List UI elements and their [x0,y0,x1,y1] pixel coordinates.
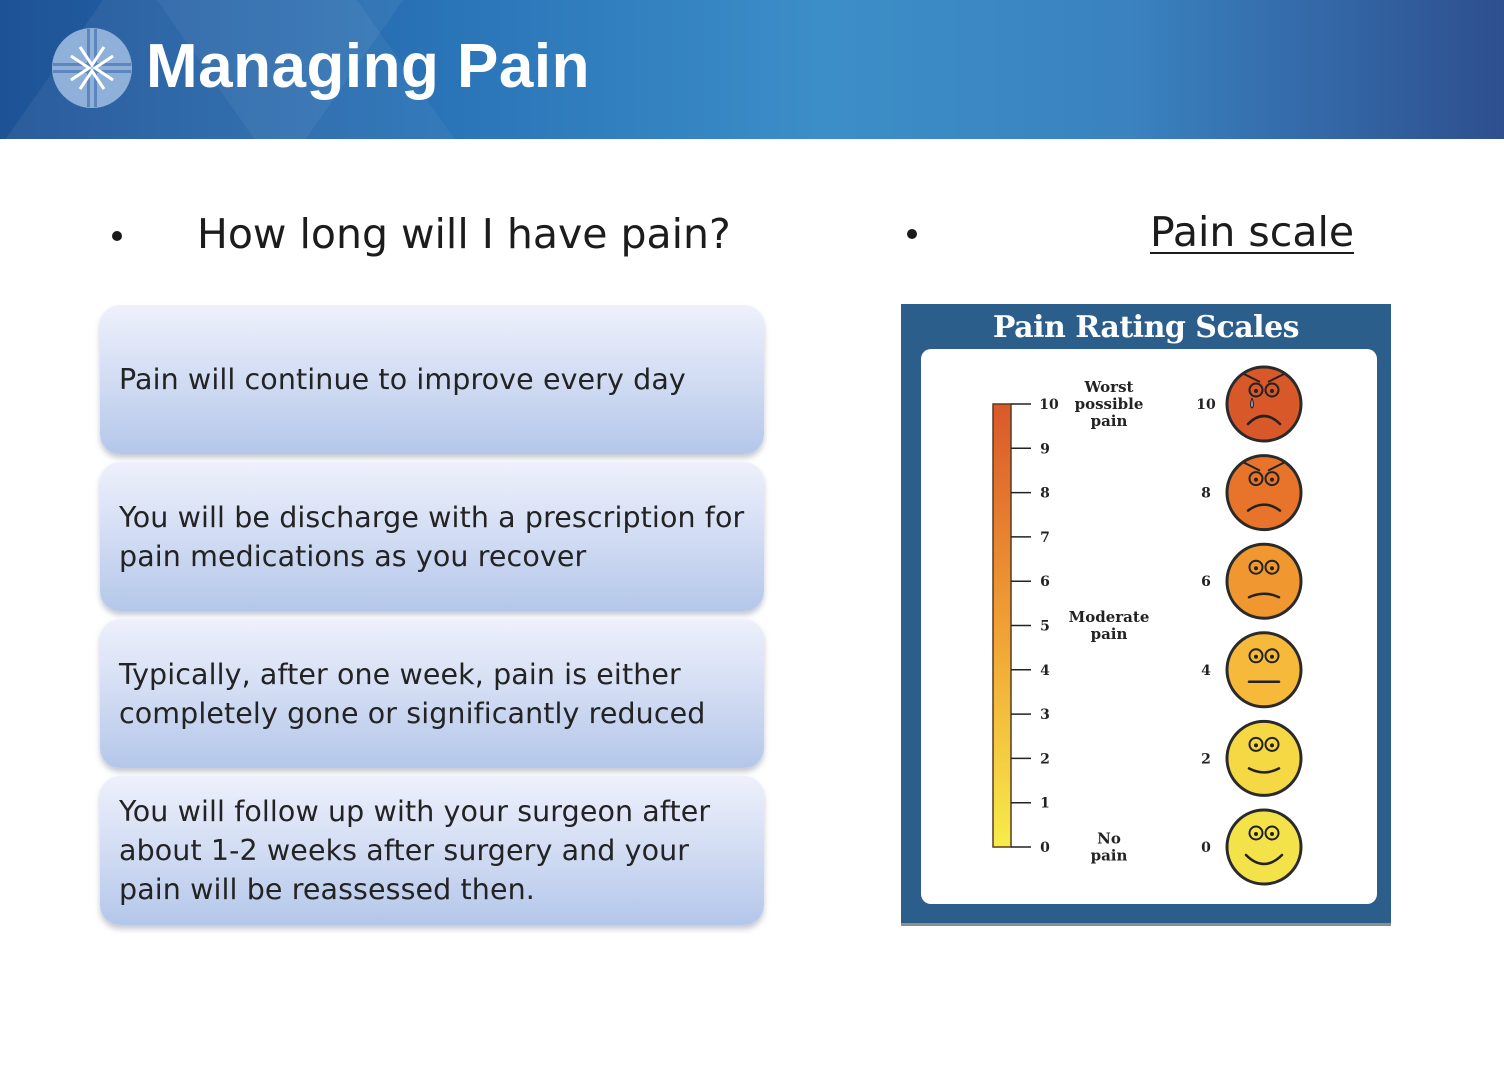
scale-description-label: possible [1075,395,1144,413]
scale-description-label: Moderate [1069,608,1150,626]
face-mouth [1246,414,1282,426]
face-eye [1248,382,1264,398]
info-card: You will be discharge with a prescriptio… [100,462,764,611]
info-card-text: You will be discharge with a prescriptio… [119,500,745,573]
face-pupil [1254,389,1258,393]
face-value-label: 8 [1201,486,1211,502]
face-slight-smile-icon [1225,719,1303,797]
pain-gradient-bar [992,403,1012,848]
header-banner: Managing Pain [0,0,1504,139]
scale-tick-label: 8 [1040,486,1050,502]
face-pupil [1270,832,1274,836]
page-title: Managing Pain [146,32,590,101]
chart-title: Pain Rating Scales [992,310,1300,345]
info-card-text: Pain will continue to improve every day [119,363,686,396]
info-card-text: You will follow up with your surgeon aft… [119,795,711,906]
face-smile-icon [1225,808,1303,886]
face-brow [1243,373,1285,383]
face-eye [1264,736,1280,752]
face-pupil [1254,832,1258,836]
face-eye [1248,559,1264,575]
face-frown-icon [1225,542,1303,620]
face-mouth [1244,853,1284,866]
face-sad-icon [1225,454,1303,532]
face-cry-icon [1225,365,1303,443]
scale-tick-label: 0 [1040,840,1050,856]
face-eye [1264,825,1280,841]
left-heading: How long will I have pain? [197,210,731,258]
scale-description-label: pain [1091,412,1128,430]
face-value-label: 10 [1196,397,1216,413]
face-neutral-icon [1225,631,1303,709]
face-brow [1243,461,1285,472]
info-card: Pain will continue to improve every day [100,305,764,454]
pain-scale-svg: 012345678910WorstpossiblepainModeratepai… [992,365,1303,886]
face-pupil [1270,389,1274,393]
face-eye [1248,736,1264,752]
face-mouth [1247,767,1281,774]
face-pupil [1254,477,1258,482]
info-card: Typically, after one week, pain is eithe… [100,619,764,768]
face-pupil [1254,566,1258,571]
face-value-label: 6 [1201,574,1211,590]
face-value-label: 0 [1201,840,1211,856]
face-value-label: 2 [1201,751,1211,767]
face-eye [1264,382,1280,398]
scale-tick-label: 3 [1040,707,1050,723]
scale-tick-label: 7 [1040,530,1050,546]
info-card: You will follow up with your surgeon aft… [100,776,764,925]
face-mouth [1246,503,1282,512]
face-eye [1264,471,1280,487]
face-eye [1264,648,1280,664]
scale-description-label: pain [1091,625,1128,643]
face-pupil [1254,743,1258,748]
scale-tick-label: 2 [1040,751,1050,767]
scale-description-label: pain [1091,847,1128,865]
bullet-icon [112,231,122,241]
tear-icon [1250,397,1254,409]
face-mouth [1247,592,1281,599]
info-card-text: Typically, after one week, pain is eithe… [119,657,706,730]
scale-tick-label: 10 [1039,397,1059,413]
face-eye [1264,559,1280,575]
face-value-label: 4 [1201,663,1211,679]
scale-tick-label: 1 [1040,796,1050,812]
face-pupil [1270,654,1274,659]
face-eye [1248,648,1264,664]
bullet-icon [907,229,917,239]
face-eye [1248,825,1264,841]
face-pupil [1254,654,1258,659]
scale-description-label: No [1097,830,1121,848]
scale-description-label: Worst [1084,378,1134,396]
pain-scale-link[interactable]: Pain scale [1150,208,1355,256]
scale-tick-label: 6 [1040,574,1050,590]
scale-tick-label: 4 [1040,663,1050,679]
face-pupil [1270,477,1274,482]
face-eye [1248,471,1264,487]
cross-circle-icon [52,28,132,108]
face-pupil [1270,743,1274,748]
scale-tick-label: 9 [1040,441,1050,457]
scale-tick-label: 5 [1040,619,1050,635]
face-pupil [1270,566,1274,571]
